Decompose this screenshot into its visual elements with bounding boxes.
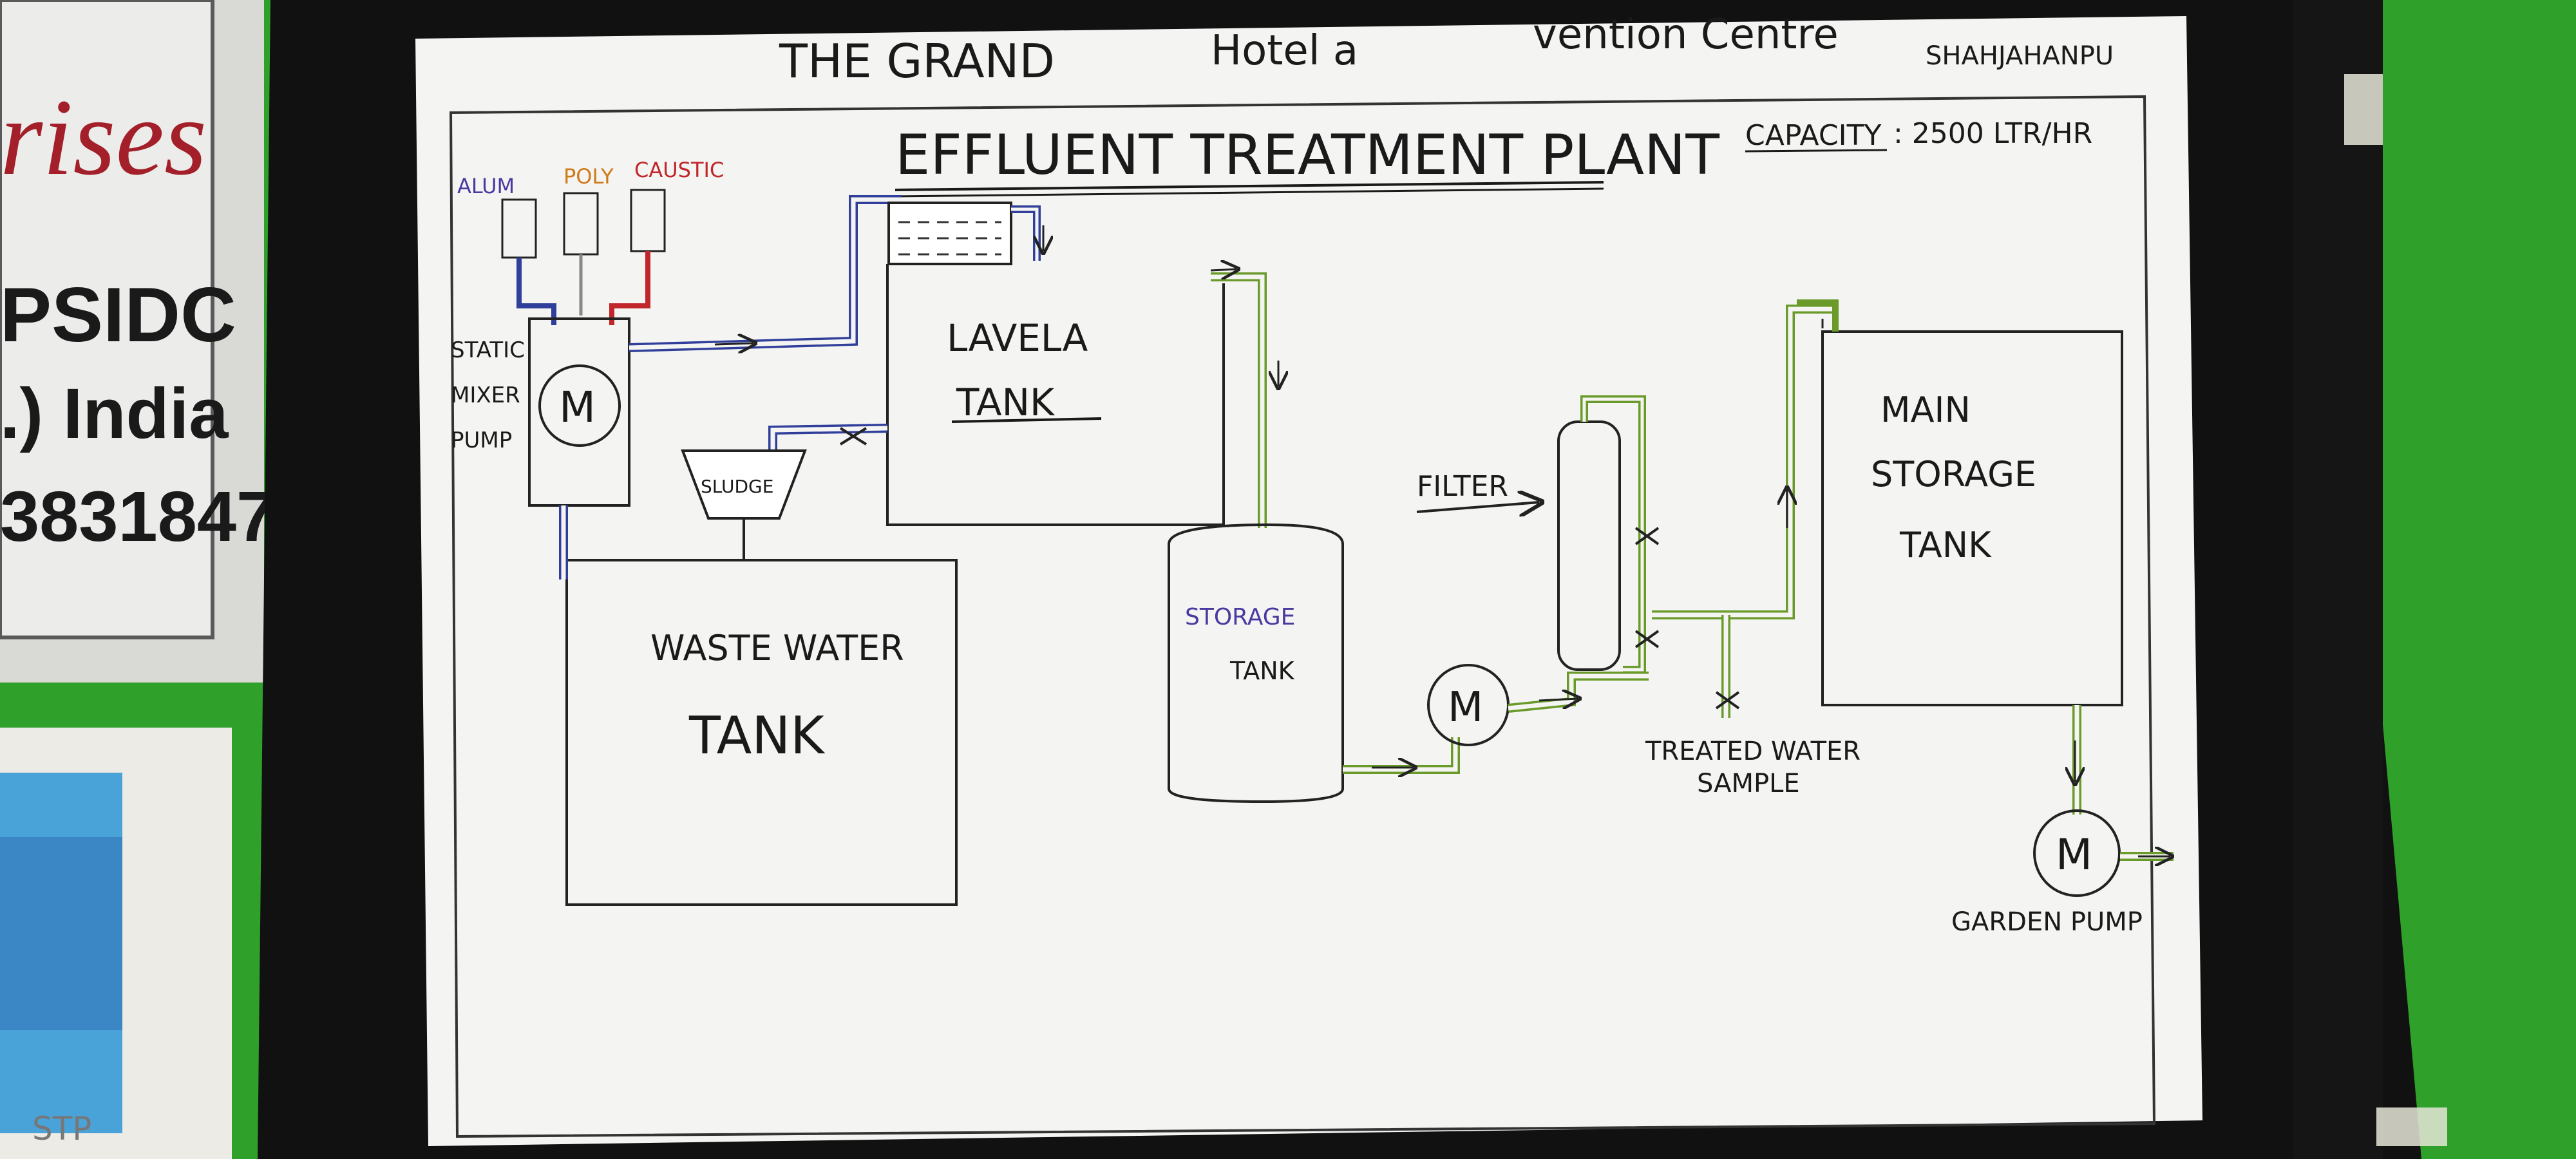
mixer-label-2: MIXER xyxy=(451,382,520,408)
capacity-label: CAPACITY xyxy=(1745,119,1881,152)
waste-water-tank: WASTE WATER TANK xyxy=(565,559,958,906)
garden-pump-label: GARDEN PUMP xyxy=(1951,907,2143,937)
tape-bottom-right xyxy=(2376,1107,2447,1146)
paper-sheet xyxy=(415,16,2202,1146)
filter-label: FILTER xyxy=(1417,470,1508,503)
settling-trough xyxy=(887,202,1043,265)
header-hotel-mid: Hotel a xyxy=(1211,27,1358,75)
main-tank-label-3: TANK xyxy=(1899,525,1992,565)
mixer-motor-symbol: M xyxy=(559,382,596,432)
storage-tank-label-2: TANK xyxy=(1229,657,1295,685)
treated-water-label-1: TREATED WATER xyxy=(1645,737,1861,766)
sludge-label: SLUDGE xyxy=(701,476,773,497)
sign-line-3: .) India xyxy=(0,374,229,453)
sludge-hopper: SLUDGE xyxy=(681,449,807,560)
waste-tank-label-1: WASTE WATER xyxy=(650,628,904,668)
sign-line-4: 3831847 xyxy=(0,477,276,556)
inner-border xyxy=(449,95,2156,1138)
chem-caustic: CAUSTIC xyxy=(634,158,724,182)
main-storage-tank: MAIN STORAGE TANK xyxy=(1797,299,2123,706)
chem-alum: ALUM xyxy=(457,174,515,198)
header-city: SHAHJAHANPU xyxy=(1926,41,2114,71)
lavela-label-2: TANK xyxy=(956,381,1056,424)
main-tank-label-2: STORAGE xyxy=(1871,454,2036,495)
waste-tank-label-2: TANK xyxy=(688,706,826,766)
treated-water-label-2: SAMPLE xyxy=(1697,769,1800,798)
header-hotel-right: vention Centre xyxy=(1533,11,1839,59)
mixer-label-3: PUMP xyxy=(451,428,512,453)
static-mixer-pump: STATIC MIXER PUMP M xyxy=(451,317,630,507)
filter-vessel: FILTER xyxy=(1416,395,1660,674)
mixer-label-1: STATIC xyxy=(451,337,525,363)
header-hotel-left: THE GRAND xyxy=(779,34,1055,88)
chemical-tanks: ALUM POLY CAUSTIC xyxy=(457,158,724,325)
lavela-label-1: LAVELA xyxy=(947,316,1088,360)
lavela-tank: LAVELA TANK xyxy=(886,264,1225,526)
side-sign: rises PSIDC .) India 3831847 xyxy=(0,0,276,683)
diagram-title: EFFLUENT TREATMENT PLANT xyxy=(895,123,1719,187)
sign-line-2: PSIDC xyxy=(0,272,236,358)
left-poster: STP xyxy=(0,728,232,1159)
main-tank-label-1: MAIN xyxy=(1880,390,1971,430)
tape-top-right xyxy=(2344,74,2383,145)
poster-footer: STP xyxy=(32,1110,91,1147)
garden-pump: M GARDEN PUMP xyxy=(1951,809,2174,937)
capacity-value: : 2500 LTR/HR xyxy=(1893,117,2092,150)
sign-line-1: rises xyxy=(0,77,207,198)
chem-poly: POLY xyxy=(564,164,614,189)
garden-pump-motor-symbol: M xyxy=(2056,830,2092,880)
storage-tank-label-1: STORAGE xyxy=(1185,604,1295,630)
storage-tank: STORAGE TANK xyxy=(1168,523,1344,804)
filter-pump-motor-symbol: M xyxy=(1448,684,1483,731)
